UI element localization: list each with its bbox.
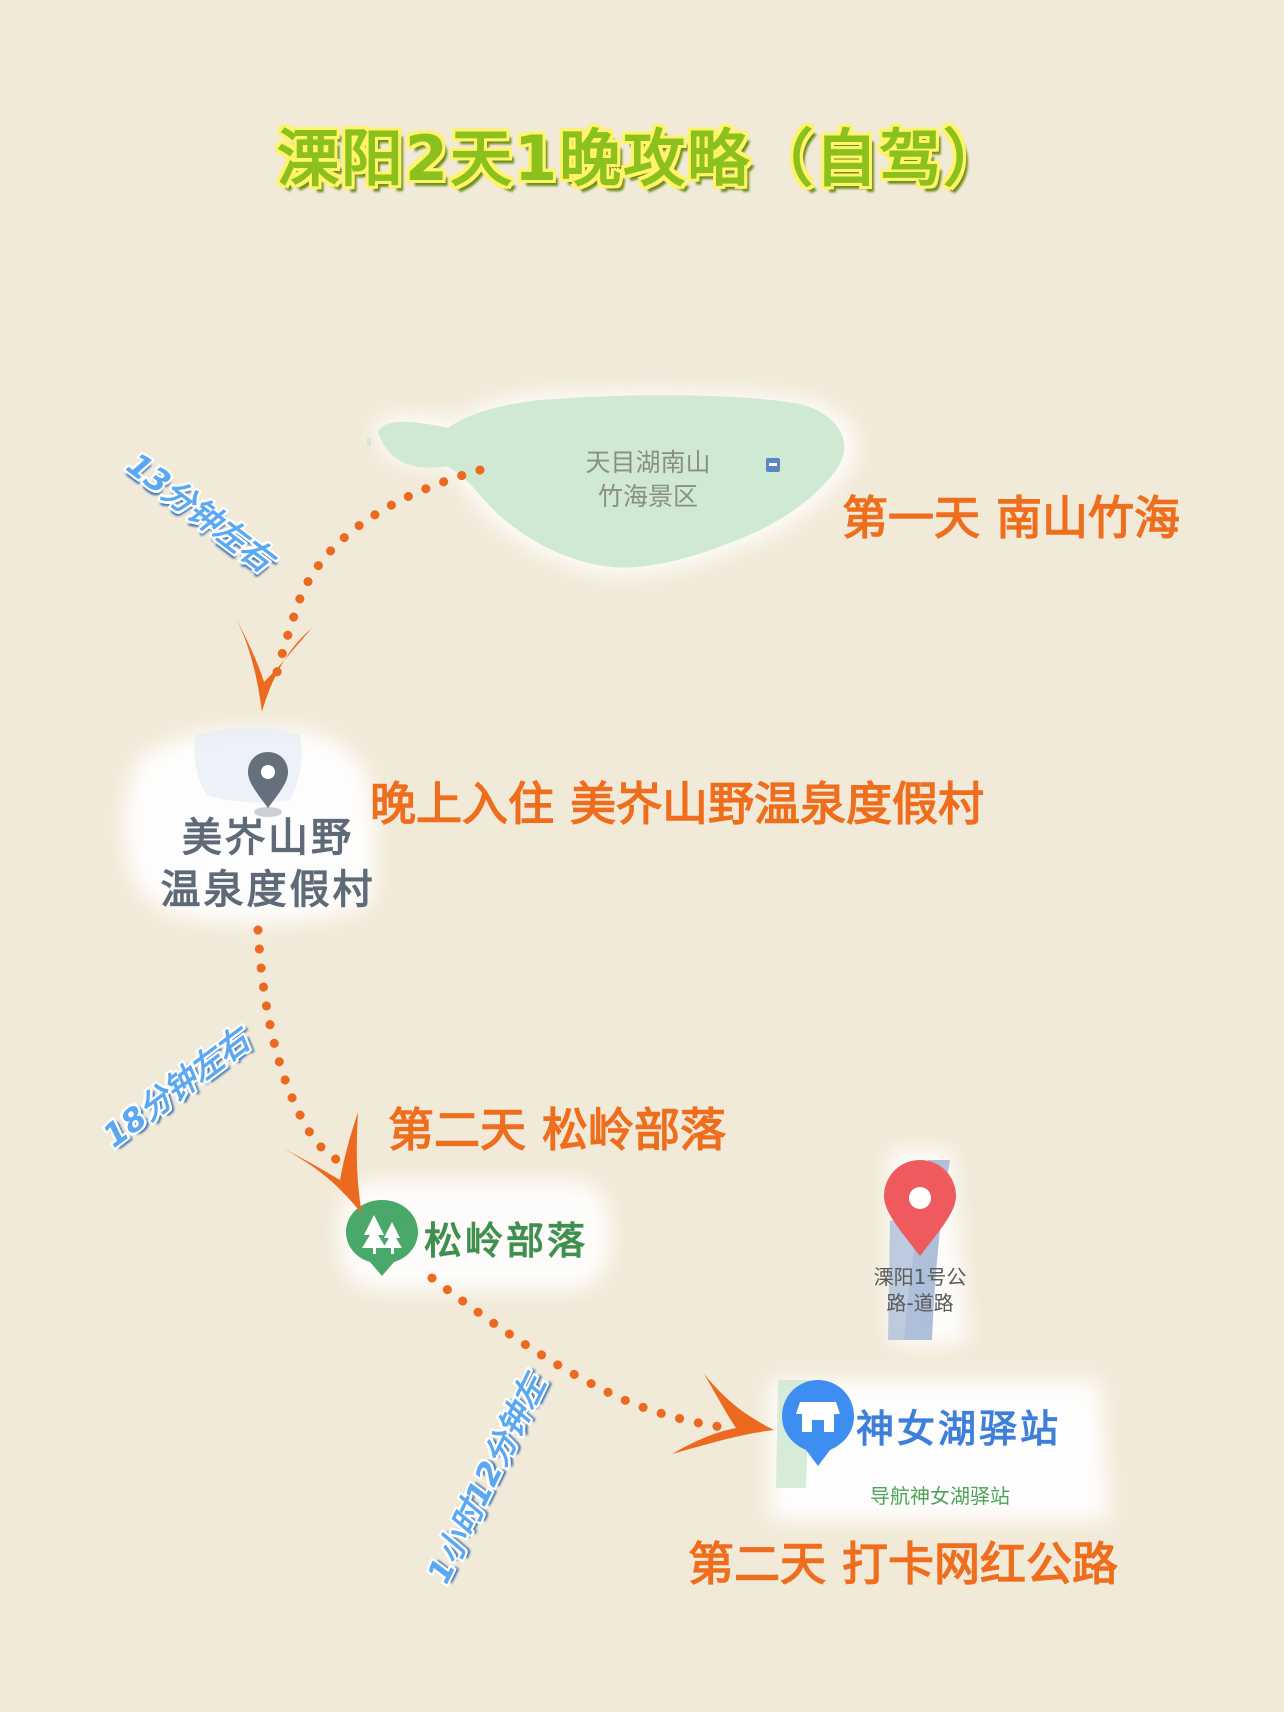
lake-label-line1: 天目湖南山	[585, 448, 711, 477]
resort-label-line2: 温泉度假村	[160, 867, 376, 913]
arrow-2	[282, 1112, 362, 1214]
shennv-nav-label: 导航神女湖驿站	[870, 1484, 1010, 1508]
red-pin-icon	[884, 1160, 956, 1256]
songling-area	[340, 1180, 610, 1290]
location-pin-icon	[248, 752, 288, 817]
route-paths	[253, 465, 733, 1433]
lake-area	[367, 390, 858, 576]
route-segment-1	[269, 465, 485, 689]
route-arrows	[234, 614, 774, 1454]
route-segment-2	[253, 925, 351, 1169]
lake-label: 天目湖南山 竹海景区	[548, 446, 748, 514]
road-label-line1: 溧阳1号公	[873, 1265, 967, 1289]
night-label: 晚上入住 美岕山野温泉度假村	[370, 777, 985, 831]
songling-name: 松岭部落	[424, 1219, 589, 1263]
road-label: 溧阳1号公 路-道路	[860, 1264, 980, 1316]
lake-label-line2: 竹海景区	[597, 482, 698, 511]
shop-pin-icon	[782, 1380, 854, 1466]
route-segment-3	[427, 1273, 733, 1433]
gate-icon	[766, 458, 780, 472]
resort-label-line1: 美岕山野	[182, 815, 354, 861]
forest-pin-icon	[346, 1200, 418, 1276]
shennv-name: 神女湖驿站	[856, 1407, 1062, 1451]
day1-label: 第一天 南山竹海	[842, 491, 1181, 545]
day2b-label: 第二天 打卡网红公路	[688, 1537, 1119, 1591]
arrow-3	[672, 1374, 774, 1454]
road-label-line2: 路-道路	[886, 1291, 954, 1315]
resort-label: 美岕山野 温泉度假村	[148, 812, 388, 916]
page-title: 溧阳2天1晚攻略（自驾）	[276, 122, 1008, 195]
arrow-1	[234, 614, 312, 712]
day2a-label: 第二天 松岭部落	[388, 1103, 727, 1157]
